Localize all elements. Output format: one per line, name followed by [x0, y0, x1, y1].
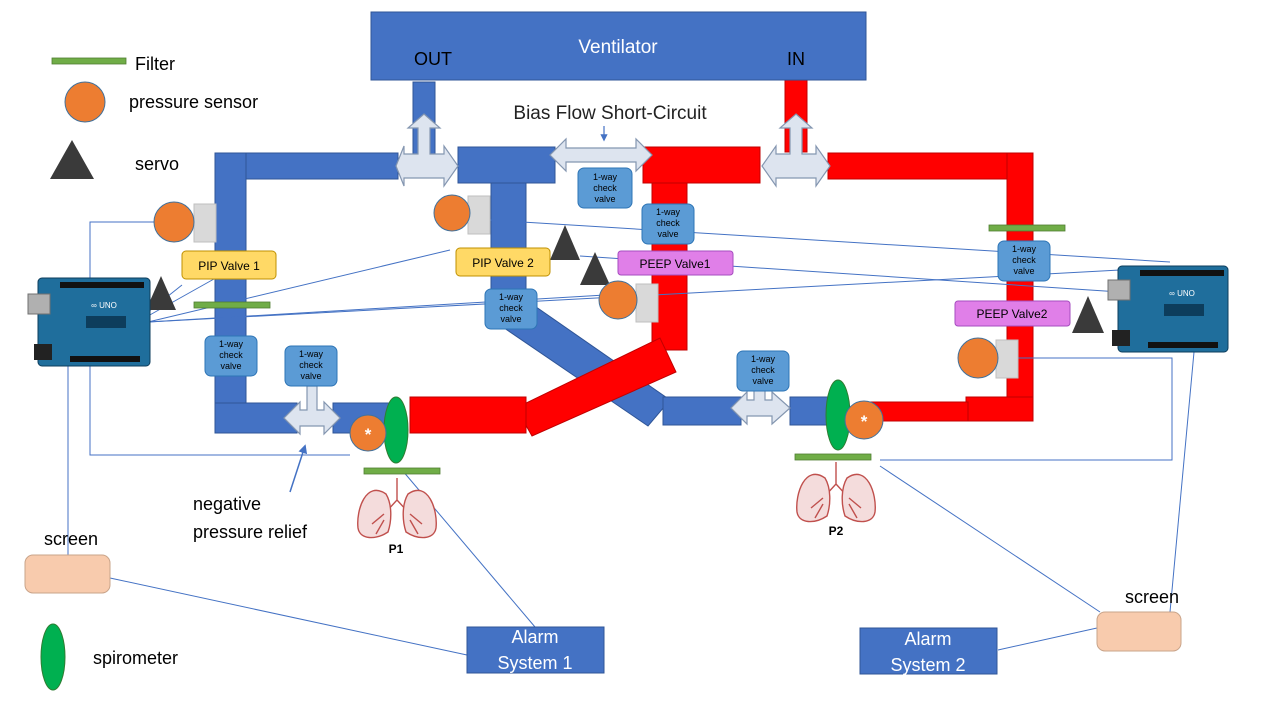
- cv-line2: check: [656, 218, 680, 228]
- pressure-sensor-peep1: [598, 280, 638, 320]
- cv-line1: 1-way: [593, 172, 618, 182]
- ventilator-title: Ventilator: [578, 37, 658, 58]
- legend-servo-icon: [50, 140, 94, 179]
- pip-peep-valves: PIP Valve 1 PIP Valve 2 PEEP Valve1 PEEP…: [181, 247, 1071, 327]
- alarm-2-line2: System 2: [890, 655, 965, 675]
- screen-left: [24, 554, 111, 594]
- peep-valve-2-label: PEEP Valve2: [977, 307, 1048, 321]
- alarm-2-line1: Alarm: [904, 629, 951, 649]
- arduino-board-left-icon: ∞ UNO: [27, 277, 151, 367]
- check-valves: 1-way check valve 1-way check valve 1-wa…: [204, 167, 1051, 392]
- pip-valve-2-label: PIP Valve 2: [472, 256, 534, 270]
- servo-pip1: [146, 276, 176, 310]
- check-valve-c: 1-way check valve: [484, 288, 538, 330]
- cv-line2: check: [1012, 255, 1036, 265]
- cv-line3: valve: [1013, 266, 1034, 276]
- filter-p2: [794, 453, 872, 461]
- cross-arrow-icon: [395, 113, 459, 188]
- pressure-sensors: [64, 81, 1019, 379]
- cv-line1: 1-way: [1012, 244, 1037, 254]
- filter-pip1: [193, 301, 271, 309]
- check-valve-a: 1-way check valve: [577, 167, 633, 209]
- cross-arrow-icon: [761, 113, 831, 188]
- ventilator-box: Ventilator OUT IN: [370, 11, 867, 81]
- bias-flow-label: Bias Flow Short-Circuit: [513, 103, 707, 124]
- patient-p1-label: P1: [389, 542, 404, 556]
- alarm-system-1: Alarm System 1: [466, 626, 605, 674]
- legend-filter-icon: [51, 57, 127, 65]
- check-valve-f: 1-way check valve: [736, 350, 790, 392]
- ventilator-out-label: OUT: [414, 49, 452, 69]
- lungs-p1-icon: [357, 478, 437, 539]
- cv-line3: valve: [300, 371, 321, 381]
- negative-pressure-line1: negative: [193, 494, 261, 514]
- connector-arrows: [283, 113, 831, 436]
- servo-peep1: [580, 252, 610, 285]
- legend-servo-label: servo: [135, 154, 179, 174]
- legend-pressure-sensor-label: pressure sensor: [129, 92, 258, 112]
- filter-p1: [363, 467, 441, 475]
- spirometer-p1: [383, 396, 409, 464]
- cv-line1: 1-way: [499, 292, 524, 302]
- screen-right: [1096, 611, 1182, 652]
- lungs-p2-icon: [796, 462, 876, 523]
- legend-filter-label: Filter: [135, 54, 175, 74]
- cv-line2: check: [499, 303, 523, 313]
- ventilator-in-label: IN: [787, 49, 805, 69]
- cv-line1: 1-way: [656, 207, 681, 217]
- svg-text:∞ UNO: ∞ UNO: [1169, 289, 1195, 298]
- check-valve-b: 1-way check valve: [641, 203, 695, 245]
- servo-pip2: [550, 225, 580, 260]
- negative-pressure-pointer: [289, 444, 308, 493]
- negative-pressure-line2: pressure relief: [193, 522, 308, 542]
- check-valve-e: 1-way check valve: [284, 345, 338, 387]
- cv-line2: check: [593, 183, 617, 193]
- svg-text:∞ UNO: ∞ UNO: [91, 301, 117, 310]
- check-valve-g: 1-way check valve: [997, 240, 1051, 282]
- cv-line3: valve: [752, 376, 773, 386]
- alarm-1-line2: System 1: [497, 653, 572, 673]
- sensor-p2-marker: *: [861, 412, 868, 431]
- cv-line2: check: [219, 350, 243, 360]
- t-arrow-icon: [283, 385, 341, 436]
- sensor-p1-marker: *: [365, 425, 372, 444]
- pressure-sensor-p2: [844, 400, 884, 440]
- cv-line3: valve: [220, 361, 241, 371]
- cv-line3: valve: [594, 194, 615, 204]
- double-arrow-icon: [549, 137, 653, 173]
- legend-pressure-sensor-icon: [64, 81, 106, 123]
- servo-peep2: [1072, 296, 1104, 333]
- cv-line2: check: [751, 365, 775, 375]
- alarm-1-line1: Alarm: [511, 627, 558, 647]
- legend-spirometer-label: spirometer: [93, 648, 178, 668]
- legend-spirometer-icon: [40, 623, 66, 691]
- cv-line3: valve: [657, 229, 678, 239]
- screen-right-label: screen: [1125, 587, 1179, 607]
- pressure-sensor-pip2: [433, 194, 471, 232]
- cv-line1: 1-way: [751, 354, 776, 364]
- screen-left-label: screen: [44, 529, 98, 549]
- cv-line3: valve: [500, 314, 521, 324]
- pip-valve-1-label: PIP Valve 1: [198, 259, 260, 273]
- servos: [50, 140, 1104, 333]
- check-valve-d: 1-way check valve: [204, 335, 258, 377]
- patient-p2-label: P2: [829, 524, 844, 538]
- arduino-board-right-icon: ∞ UNO: [1107, 265, 1229, 353]
- t-arrow-icon: [730, 385, 791, 426]
- peep-valve-1-label: PEEP Valve1: [640, 257, 711, 271]
- alarm-system-2: Alarm System 2: [859, 627, 998, 675]
- filters: [51, 57, 1066, 475]
- cv-line1: 1-way: [219, 339, 244, 349]
- filter-peep2: [988, 224, 1066, 232]
- pressure-sensor-peep2: [957, 337, 999, 379]
- pressure-sensor-p1: [349, 414, 387, 452]
- pressure-sensor-pip1: [153, 201, 195, 243]
- cv-line1: 1-way: [299, 349, 324, 359]
- cv-line2: check: [299, 360, 323, 370]
